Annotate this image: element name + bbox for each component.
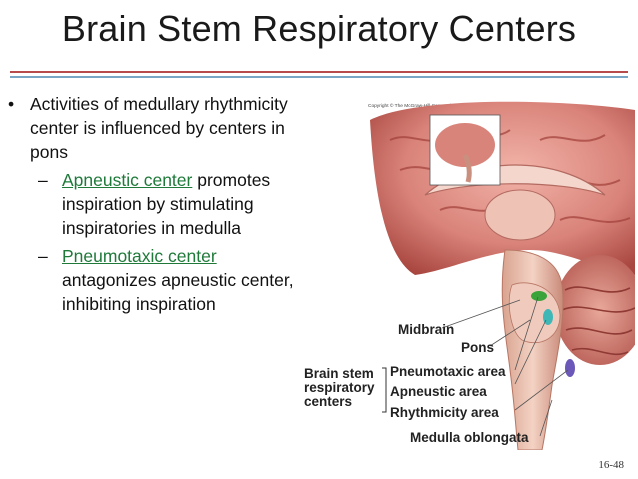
brain-stem-illustration [370, 101, 635, 450]
pneumotaxic-link[interactable]: Pneumotaxic center [62, 246, 217, 266]
inset-brain [435, 123, 495, 167]
bullet-list: • Activities of medullary rhythmicity ce… [6, 92, 296, 316]
bullet-main: • Activities of medullary rhythmicity ce… [6, 92, 296, 164]
label-brain-stem-line2: respiratory [304, 380, 375, 395]
slide-title: Brain Stem Respiratory Centers [61, 8, 577, 49]
leader-lines [441, 296, 569, 437]
label-apneustic: Apneustic area [390, 384, 487, 399]
page-number: 16-48 [598, 459, 624, 471]
dash-icon: – [38, 246, 48, 266]
label-brain-stem-line1: Brain stem [304, 366, 374, 381]
title-rule-red [10, 71, 628, 73]
cerebellum-folia [561, 286, 635, 356]
brain-stem [501, 249, 564, 450]
bracket [382, 367, 387, 413]
subbullet-apneustic: – Apneustic center promotes inspiration … [6, 168, 296, 240]
label-pons: Pons [461, 340, 495, 355]
dash-icon: – [38, 170, 48, 190]
bullet-main-text: Activities of medullary rhythmicity cent… [30, 94, 288, 162]
thalamus [484, 189, 556, 241]
bullet-dot-icon: • [8, 94, 15, 114]
label-midbrain: Midbrain [398, 322, 455, 337]
rhythmicity-area-marker [565, 359, 575, 377]
pons-bulge [508, 282, 561, 344]
subbullet-pneumotaxic: – Pneumotaxic center antagonizes apneust… [6, 244, 296, 316]
label-pneumotaxic: Pneumotaxic area [390, 364, 506, 379]
label-medulla: Medulla oblongata [410, 430, 529, 445]
pneumotaxic-area-marker [531, 291, 547, 301]
apneustic-text: promotes inspiration by stimulating insp… [62, 170, 271, 238]
label-rhythmicity: Rhythmicity area [390, 405, 499, 420]
label-brain-stem-line3: centers [304, 394, 353, 409]
title-rule-blue [10, 76, 628, 78]
apneustic-link[interactable]: Apneustic center [62, 170, 193, 190]
label-brain-stem-centers: Brain stem respiratory centers [304, 367, 375, 409]
inset-stem [462, 153, 472, 183]
pneumotaxic-text: antagonizes apneustic center, inhibiting… [62, 270, 294, 314]
